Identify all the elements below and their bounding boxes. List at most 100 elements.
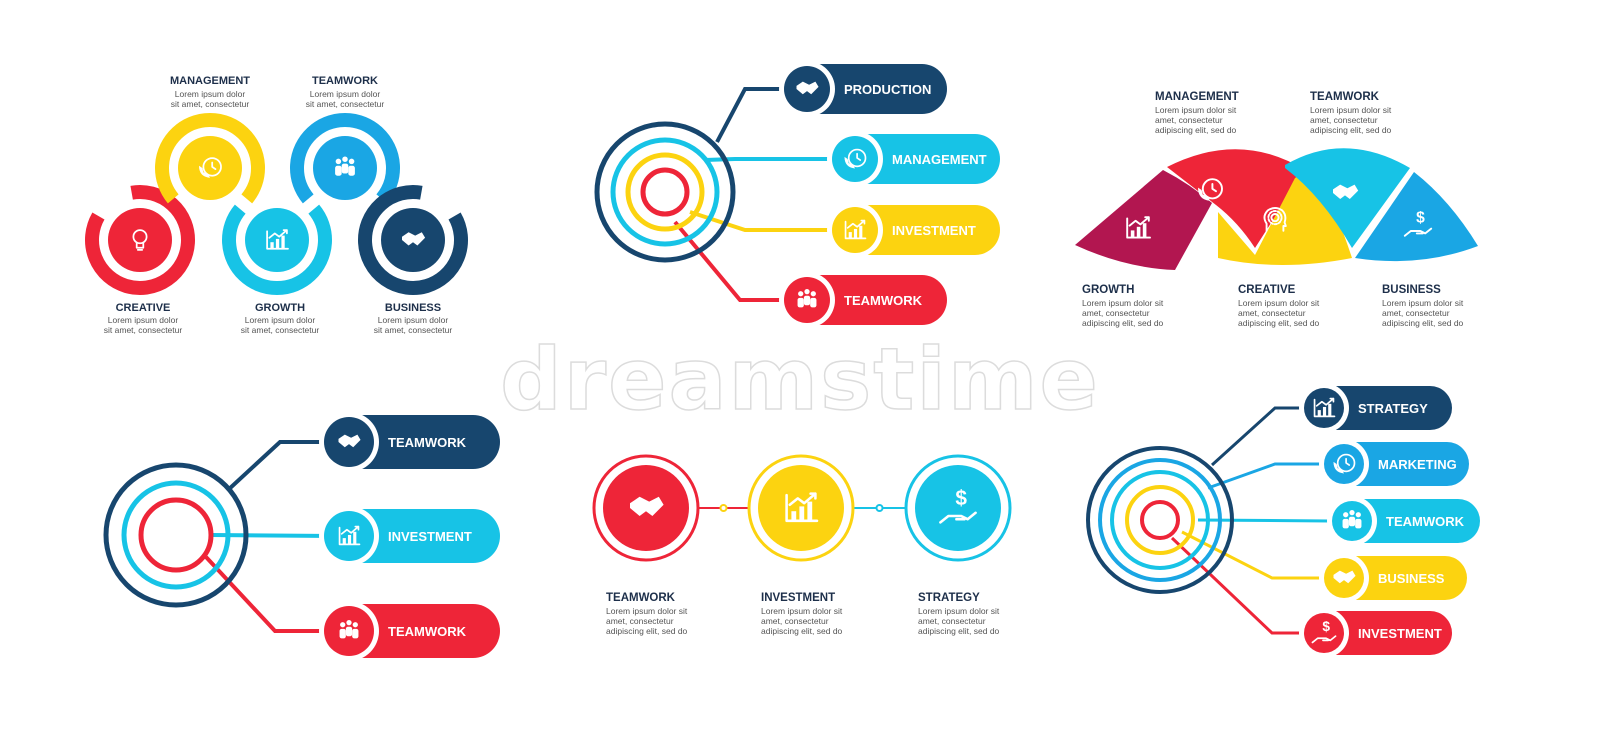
chart-icon <box>844 219 867 240</box>
handshake-icon <box>1333 184 1359 199</box>
lorem-text: adipiscing elit, sed do <box>1082 318 1164 328</box>
panel1-bottom-title: CREATIVE <box>116 302 171 314</box>
wave-segment <box>1355 172 1478 262</box>
pill-label: TEAMWORK <box>844 293 923 308</box>
lorem-text: Lorem ipsum dolor <box>310 89 381 99</box>
lorem-text: sit amet, consectetur <box>104 325 183 335</box>
connector <box>211 533 336 538</box>
step-title: STRATEGY <box>918 592 980 604</box>
target-ring <box>103 462 249 608</box>
ring-center <box>108 208 172 272</box>
target-ring <box>138 497 214 573</box>
lorem-text: amet, consectetur <box>606 616 674 626</box>
lorem-text: Lorem ipsum dolor <box>245 315 316 325</box>
pill-label: INVESTMENT <box>892 223 976 238</box>
watermark: dreamstime <box>499 329 1100 431</box>
lorem-text: amet, consectetur <box>761 616 829 626</box>
people-icon <box>797 288 817 308</box>
lorem-text: sit amet, consectetur <box>374 325 453 335</box>
phone-clock-icon <box>199 157 222 178</box>
pill-label: BUSINESS <box>1378 571 1445 586</box>
lorem-text: amet, consectetur <box>1082 308 1150 318</box>
panel3-bottom-title: BUSINESS <box>1382 284 1441 296</box>
chart-icon <box>785 492 819 523</box>
lorem-text: amet, consectetur <box>1155 115 1223 125</box>
panel1-top-title: MANAGEMENT <box>170 75 250 87</box>
people-icon <box>1342 509 1362 529</box>
target-ring <box>121 480 231 590</box>
connector-dot <box>875 504 884 512</box>
svg-text:$: $ <box>955 487 967 510</box>
lorem-text: Lorem ipsum dolor sit <box>1238 298 1320 308</box>
pill-label: TEAMWORK <box>388 435 467 450</box>
step-ring <box>592 454 700 562</box>
step-title: INVESTMENT <box>761 592 835 604</box>
money-hand-icon: $ <box>1403 210 1433 237</box>
pill-label: MANAGEMENT <box>892 152 987 167</box>
svg-text:$: $ <box>1416 210 1425 227</box>
target-ring <box>640 167 690 217</box>
pill-label: INVESTMENT <box>1358 626 1442 641</box>
ring-arc <box>155 113 265 204</box>
panel3-top-title: MANAGEMENT <box>1155 91 1239 103</box>
lorem-text: Lorem ipsum dolor sit <box>1382 298 1464 308</box>
target-ring <box>1098 458 1222 582</box>
lorem-text: adipiscing elit, sed do <box>606 626 688 636</box>
connector <box>226 440 335 492</box>
connector <box>673 220 790 302</box>
handshake-icon <box>1333 570 1356 584</box>
icon-badge <box>1304 613 1344 653</box>
connector <box>1207 462 1330 490</box>
phone-clock-icon <box>1198 178 1223 201</box>
target-ring <box>1086 446 1234 594</box>
phone-clock-icon <box>1333 453 1356 474</box>
lorem-text: amet, consectetur <box>918 616 986 626</box>
chart-icon <box>266 229 289 250</box>
lorem-text: Lorem ipsum dolor sit <box>606 606 688 616</box>
lorem-text: adipiscing elit, sed do <box>1382 318 1464 328</box>
lorem-text: sit amet, consectetur <box>306 99 385 109</box>
step-ring <box>747 454 855 562</box>
icon-badge <box>832 136 878 182</box>
connector-dot <box>719 504 728 512</box>
lorem-text: Lorem ipsum dolor <box>378 315 449 325</box>
connector <box>1197 518 1331 523</box>
people-icon <box>339 619 359 639</box>
handshake-icon <box>338 434 361 448</box>
panel1-top-title: TEAMWORK <box>312 75 378 87</box>
wave-segment <box>1075 170 1212 270</box>
handshake-icon <box>402 232 426 246</box>
target-ring <box>594 121 736 263</box>
chart-icon <box>338 525 361 546</box>
lightbulb-icon <box>132 229 148 251</box>
lorem-text: Lorem ipsum dolor sit <box>918 606 1000 616</box>
svg-text:$: $ <box>1322 619 1330 634</box>
step-circle <box>915 465 1001 551</box>
phone-clock-icon <box>844 148 867 169</box>
connector <box>204 555 335 633</box>
lorem-text: sit amet, consectetur <box>171 99 250 109</box>
target-ring <box>610 137 720 247</box>
lorem-text: adipiscing elit, sed do <box>1238 318 1320 328</box>
connector <box>704 157 835 162</box>
people-icon <box>335 156 355 176</box>
lorem-text: amet, consectetur <box>1382 308 1450 318</box>
chart-icon <box>1313 397 1336 418</box>
target-ring <box>1125 485 1195 555</box>
target-ring <box>1140 500 1180 540</box>
lorem-text: amet, consectetur <box>1310 115 1378 125</box>
pill-label: STRATEGY <box>1358 401 1428 416</box>
step-title: TEAMWORK <box>606 592 676 604</box>
handshake-icon <box>630 496 664 516</box>
panel1-bottom-title: GROWTH <box>255 302 305 314</box>
lorem-text: amet, consectetur <box>1238 308 1306 318</box>
panel3-top-title: TEAMWORK <box>1310 91 1380 103</box>
money-hand-icon: $ <box>939 487 977 524</box>
chart-icon <box>1126 216 1151 239</box>
lorem-text: Lorem ipsum dolor <box>175 89 246 99</box>
panel1-bottom-title: BUSINESS <box>385 302 441 314</box>
lorem-text: Lorem ipsum dolor <box>108 315 179 325</box>
handshake-icon <box>796 81 819 95</box>
ring-arc <box>358 185 468 295</box>
